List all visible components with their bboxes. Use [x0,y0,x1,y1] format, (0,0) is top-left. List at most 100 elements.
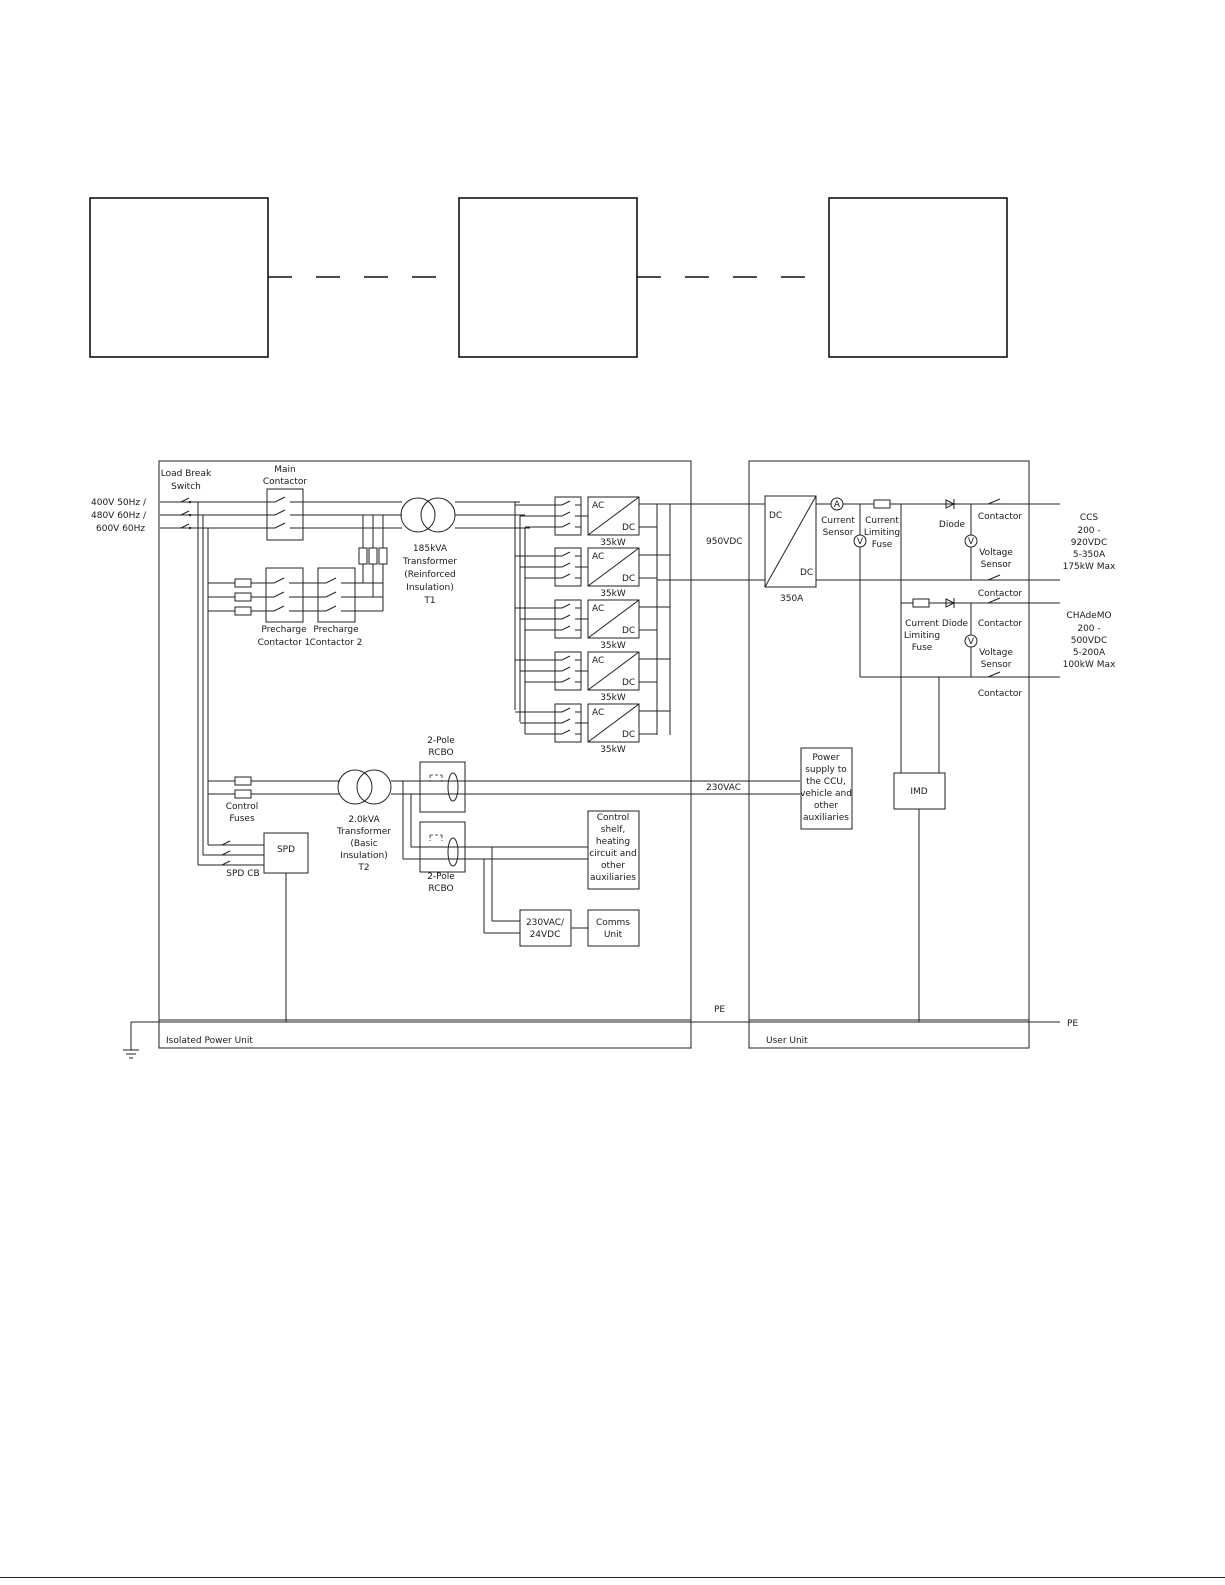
precharge-2-label-a: Precharge [313,625,359,635]
voltage-sensor-top-1: Sensor [981,560,1012,570]
chademo-voltage-sensor-v: V [968,637,975,647]
diode-top-icon [945,499,956,509]
module-dc-label: DC [622,574,635,584]
chademo-label-0: CHAdeMO [1066,611,1111,621]
fuse-top-label-2: Fuse [872,540,893,550]
control-shelf-2: heating [596,837,630,847]
t2-label-2: (Basic [350,839,377,849]
rcbo-bottom-1: RCBO [428,884,453,894]
comms-0: Comms [596,918,630,928]
dcdc-current-label: 350A [780,594,804,604]
control-shelf-1: shelf, [601,825,625,835]
user-unit-box [748,460,1030,1049]
control-fuses-1: Fuses [229,814,255,824]
dc-bus: 950VDC [656,503,765,735]
voltage-sensor-bottom-1: Sensor [981,660,1012,670]
precharge-contactor-2 [317,567,356,623]
diode-top-label: Diode [939,520,966,530]
supply-label-2: 480V 60Hz / [91,511,147,521]
imd-label: IMD [910,787,927,797]
spd-label: SPD [277,845,295,855]
spd-cb-label: SPD CB [226,869,259,879]
module-ac-label: AC [592,708,604,718]
control-fuses-0: Control [226,802,259,812]
power-supply-5: auxiliaries [803,813,849,823]
control-shelf-0: Control [597,813,630,823]
supply-label-1: 400V 50Hz / [91,498,147,508]
module-kw-label: 35kW [600,693,626,703]
main-contactor-label-2: Contactor [263,477,308,487]
load-break-switch-icon [180,497,192,530]
contactor-ccs-top-label: Contactor [978,512,1023,522]
current-sensor-label-0: Current [821,516,855,526]
psu-0: 230VAC/ [526,918,565,928]
voltage-sensor-top-0: Voltage [979,548,1013,558]
ground-icon [123,1049,139,1059]
page-bottom-rule [0,1577,1225,1578]
voltage-sensor-bottom-0: Voltage [979,648,1013,658]
module-ac-label: AC [592,552,604,562]
t2-label-1: Transformer [336,827,391,837]
contactor-chademo-bottom-label: Contactor [978,689,1023,699]
fuse-top-label-0: Current [865,516,899,526]
ccs-voltage-sensor-v: V [968,537,975,547]
power-supply-0: Power [812,753,840,763]
module-kw-label: 35kW [600,589,626,599]
precharge-1-label-a: Precharge [261,625,307,635]
pe-bus: PE PE [123,1005,1078,1059]
isolated-power-unit-label: Isolated Power Unit [166,1036,253,1046]
top-block-left [89,197,269,358]
t1-label-3: Insulation) [406,583,454,593]
current-sensor-label-1: Sensor [823,528,854,538]
top-block-middle [458,197,638,358]
imd: IMD [893,677,946,1022]
current-sensor-a: A [834,500,841,510]
module-dc-label: DC [622,730,635,740]
t2-label-3: Insulation) [340,851,388,861]
ccs-label-2: 920VDC [1071,538,1108,548]
module-ac-label: AC [592,604,604,614]
unit-enclosures: Isolated Power Unit User Unit [158,460,1030,1049]
contactor-chademo-top-label: Contactor [978,619,1023,629]
control-shelf-5: auxiliaries [590,873,636,883]
t1-label-2: (Reinforced [404,570,455,580]
precharge-circuit: Precharge Contactor 1 Precharge Contacto… [208,515,388,648]
fuse-bottom-label-1: Limiting [904,631,940,641]
top-block-right [828,197,1008,358]
t1-label-4: T1 [423,596,435,606]
precharge-1-label-b: Contactor 1 [258,638,311,648]
control-shelf-4: other [601,861,625,871]
ac-bus-label: 230VAC [706,783,741,793]
module-ac-label: AC [592,656,604,666]
ac-supply: 400V 50Hz / 480V 60Hz / 600V 60Hz Load B… [91,469,402,865]
module-kw-label: 35kW [600,538,626,548]
rcbo-top-1: RCBO [428,748,453,758]
t2-label-4: T2 [357,863,369,873]
ccs-label-4: 175kW Max [1063,562,1116,572]
precharge-2-label-b: Contactor 2 [310,638,363,648]
precharge-contactor-1 [265,567,304,623]
main-contactor-label-1: Main [274,465,296,475]
power-supply-2: the CCU, [806,777,846,787]
top-block-row [89,197,1008,358]
control-shelf-3: circuit and [589,849,636,859]
chademo-output: Current Limiting Fuse Diode V Voltage Se… [860,597,1116,699]
psu-1: 24VDC [530,930,561,940]
power-supply-3: vehicle and [800,789,852,799]
module-ac-label: AC [592,501,604,511]
psu-box [519,909,572,947]
spd: SPD SPD CB [198,832,309,1022]
dcdc-out-label: DC [800,568,813,578]
t1-label-1: Transformer [402,557,457,567]
isolated-power-unit-box [158,460,692,1049]
ccs-output: A Current Sensor Current Limiting Fuse V… [816,497,1116,773]
load-break-switch-label-2: Switch [171,482,201,492]
fuse-top-label-1: Limiting [864,528,900,538]
rectifier-bus [514,502,526,734]
